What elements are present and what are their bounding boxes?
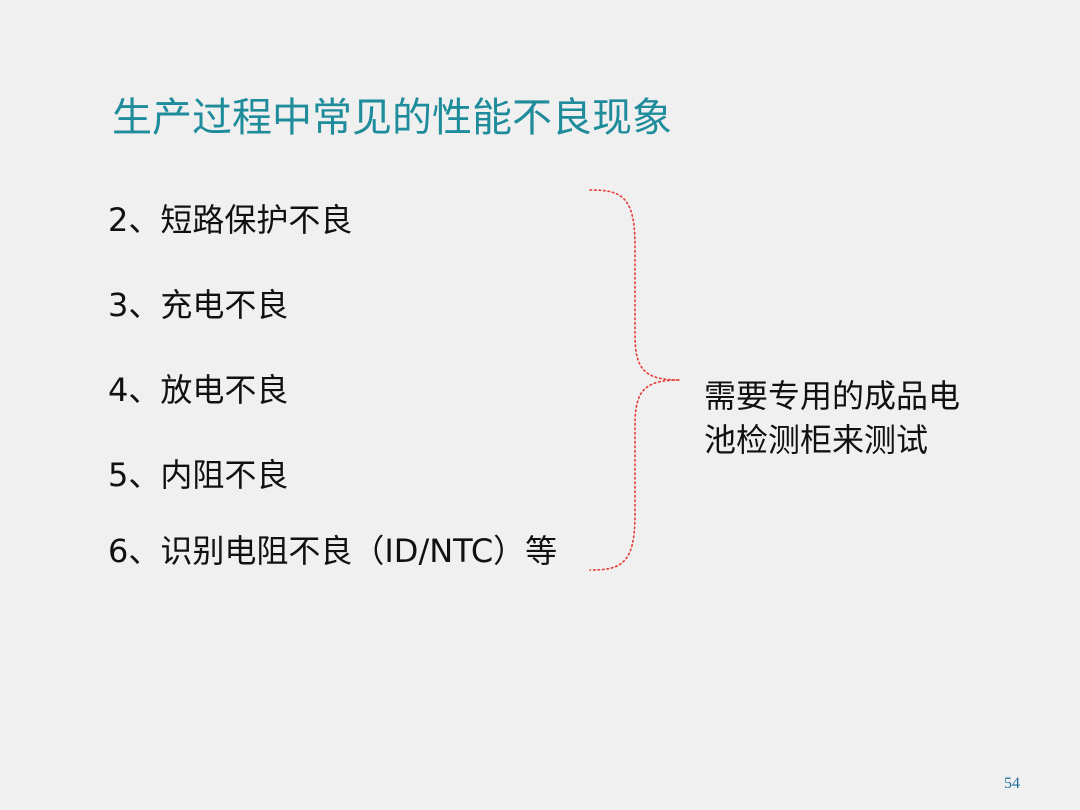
list-item-internal-resistance: 5、内阻不良 — [108, 456, 289, 494]
note-text: 需要专用的成品电 池检测柜来测试 — [704, 374, 1004, 462]
list-item-charging: 3、充电不良 — [108, 286, 289, 324]
note-line-2: 池检测柜来测试 — [704, 421, 929, 459]
page-number: 54 — [1004, 775, 1020, 792]
list-item-short-circuit-protection: 2、短路保护不良 — [108, 201, 353, 239]
list-item-discharging: 4、放电不良 — [108, 371, 289, 409]
slide-title: 生产过程中常见的性能不良现象 — [112, 95, 672, 141]
list-item-identification-resistor: 6、识别电阻不良（ID/NTC）等 — [108, 532, 558, 570]
right-brace-icon — [589, 189, 681, 571]
note-line-1: 需要专用的成品电 — [704, 377, 961, 415]
